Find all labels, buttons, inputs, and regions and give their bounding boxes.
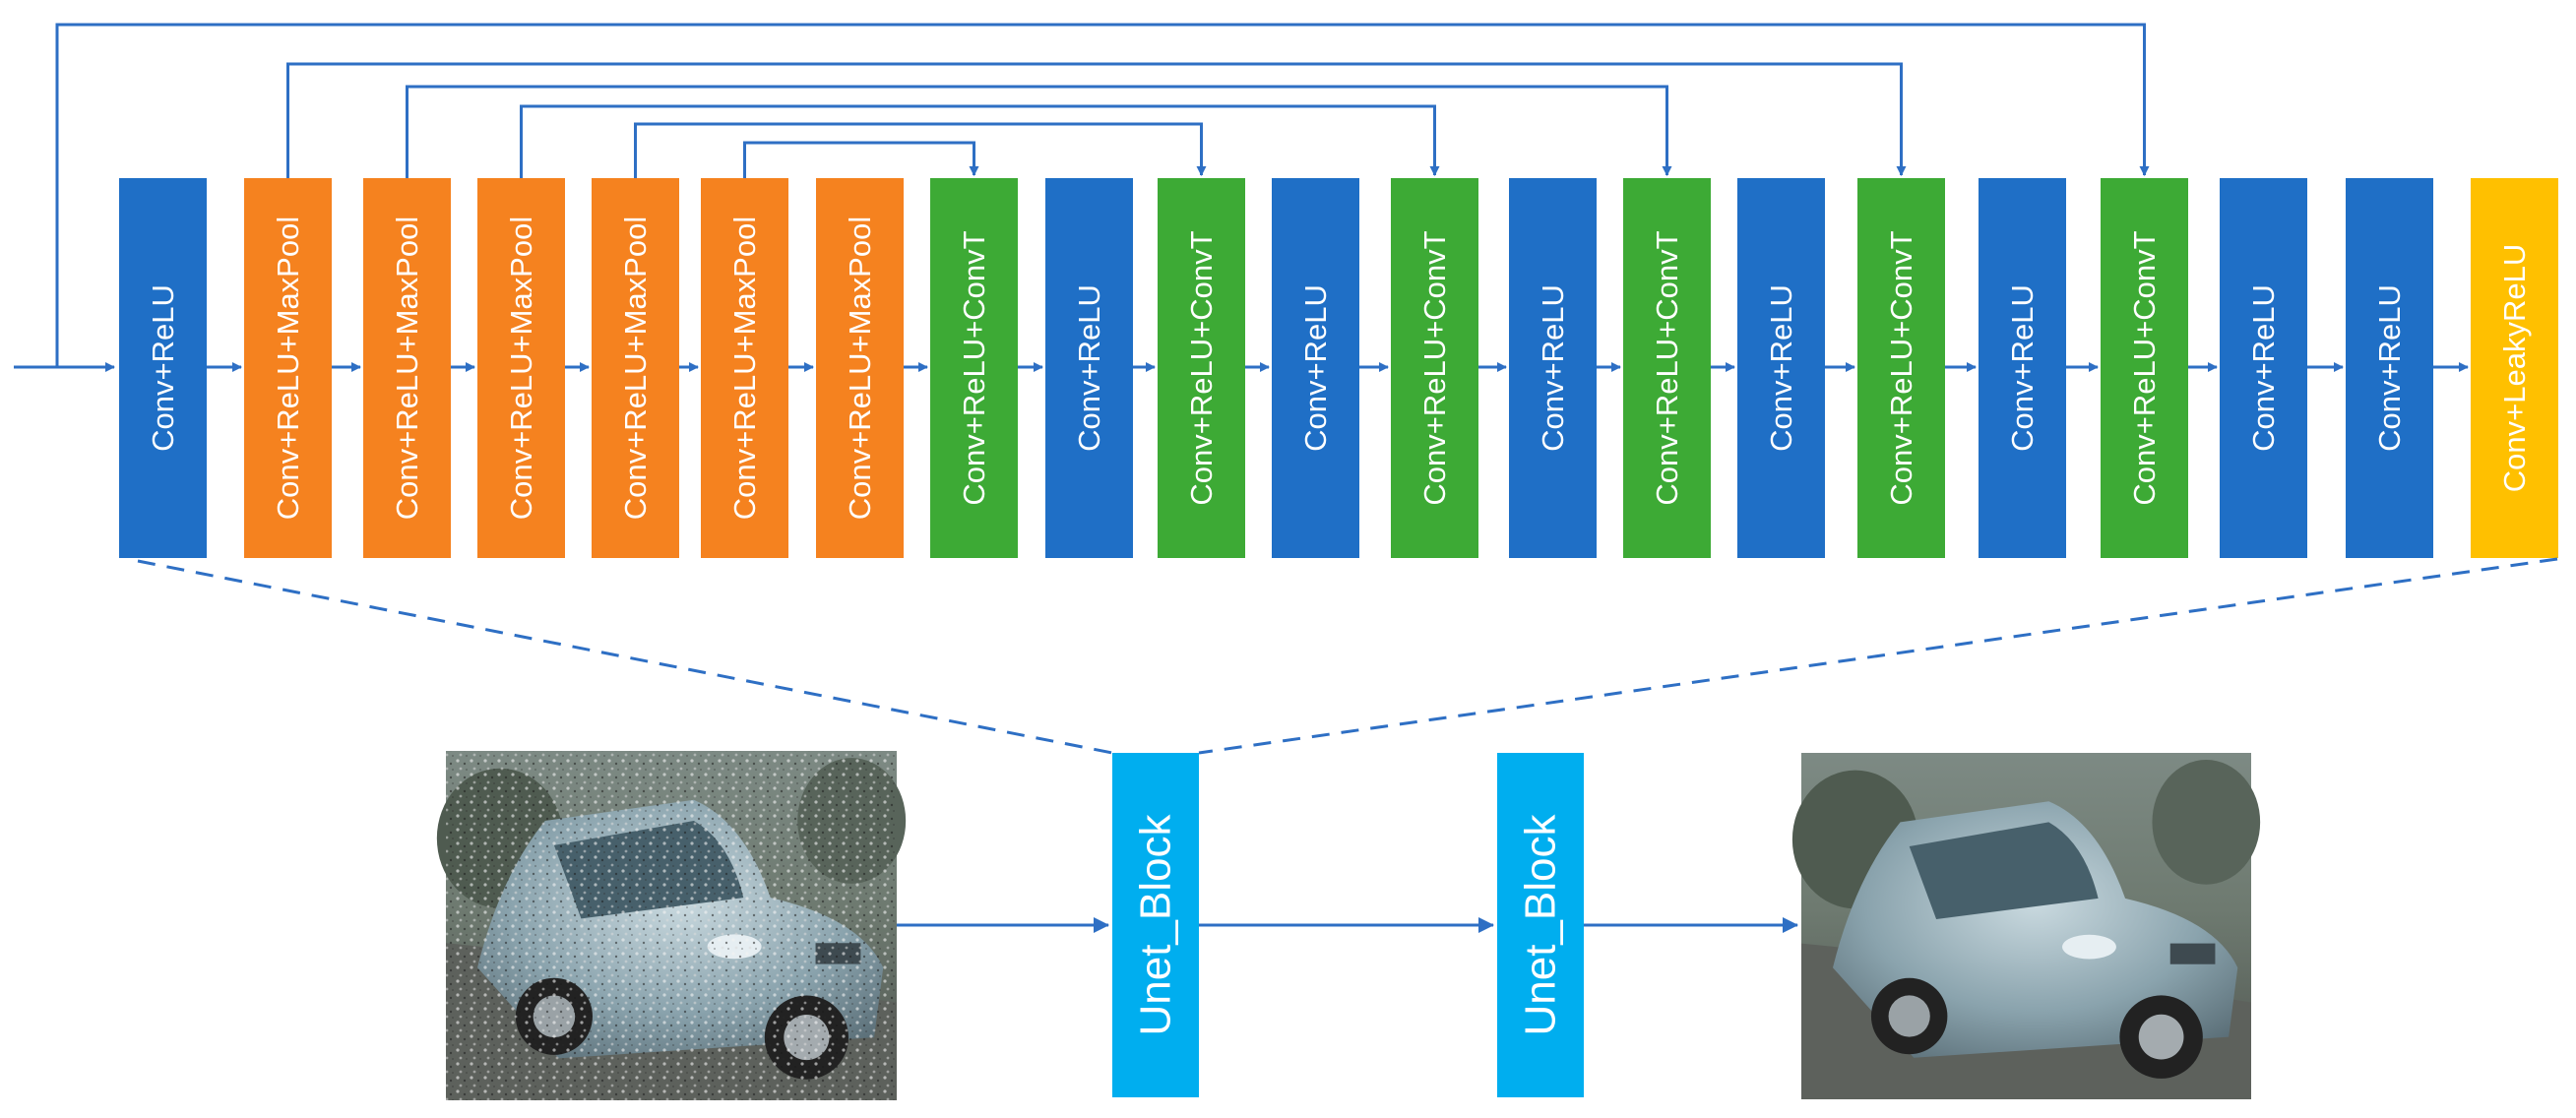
layer-block-8: Conv+ReLU+ConvT — [930, 178, 1018, 558]
skip-connection-1 — [55, 23, 2150, 367]
unet-block-2: Unet_Block — [1497, 753, 1584, 1097]
layer-label: Conv+ReLU+ConvT — [2127, 230, 2162, 505]
layer-label: Conv+ReLU+ConvT — [957, 230, 991, 505]
unet-block-label: Unet_Block — [1517, 814, 1565, 1036]
layer-block-1: Conv+ReLU — [119, 178, 207, 558]
layer-label: Conv+ReLU+ConvT — [1650, 230, 1684, 505]
zoom-dash-right — [1198, 557, 2558, 755]
layer-block-3: Conv+ReLU+MaxPool — [363, 178, 451, 558]
layer-label: Conv+ReLU+MaxPool — [271, 217, 305, 520]
layer-block-9: Conv+ReLU — [1045, 178, 1133, 558]
skip-connection-3 — [406, 85, 1672, 178]
layer-block-17: Conv+ReLU — [1979, 178, 2066, 558]
layer-label: Conv+ReLU+MaxPool — [504, 217, 538, 520]
layer-block-2: Conv+ReLU+MaxPool — [244, 178, 332, 558]
layer-label: Conv+ReLU+MaxPool — [390, 217, 424, 520]
layer-block-15: Conv+ReLU — [1737, 178, 1825, 558]
layer-block-7: Conv+ReLU+MaxPool — [816, 178, 904, 558]
noisy-input-image — [436, 751, 907, 1100]
unet-block-label: Unet_Block — [1132, 814, 1180, 1036]
layer-block-10: Conv+ReLU+ConvT — [1158, 178, 1245, 558]
denoising-pipeline: Unet_Block Unet_Block — [137, 557, 2558, 1100]
layer-block-5: Conv+ReLU+MaxPool — [592, 178, 679, 558]
layer-label: Conv+ReLU+ConvT — [1184, 230, 1219, 505]
layer-label: Conv+ReLU — [1764, 284, 1798, 452]
layer-label: Conv+ReLU — [2372, 284, 2407, 452]
layer-block-4: Conv+ReLU+MaxPool — [477, 178, 565, 558]
skip-connection-6 — [743, 141, 979, 178]
skip-connection-4 — [520, 104, 1440, 178]
layer-block-21: Conv+LeakyReLU — [2471, 178, 2558, 558]
layer-block-6: Conv+ReLU+MaxPool — [701, 178, 788, 558]
unet-block-1: Unet_Block — [1112, 753, 1199, 1097]
layer-label: Conv+ReLU — [146, 284, 180, 452]
layer-label: Conv+ReLU+ConvT — [1417, 230, 1452, 505]
layer-label: Conv+ReLU — [1298, 284, 1333, 452]
layer-block-12: Conv+ReLU+ConvT — [1391, 178, 1478, 558]
layer-label: Conv+LeakyReLU — [2497, 244, 2532, 492]
unet-block-detail: Conv+ReLU Conv+ReLU+MaxPool Conv+ReLU+MaxP… — [14, 23, 2558, 558]
layer-block-19: Conv+ReLU — [2220, 178, 2307, 558]
layer-block-18: Conv+ReLU+ConvT — [2101, 178, 2188, 558]
layer-label: Conv+ReLU+MaxPool — [843, 217, 877, 520]
layer-label: Conv+ReLU — [1072, 284, 1106, 452]
layer-label: Conv+ReLU — [2005, 284, 2040, 452]
layer-label: Conv+ReLU+MaxPool — [727, 217, 762, 520]
layer-block-14: Conv+ReLU+ConvT — [1623, 178, 1711, 558]
layer-block-16: Conv+ReLU+ConvT — [1857, 178, 1945, 558]
layer-block-13: Conv+ReLU — [1509, 178, 1597, 558]
skip-connection-2 — [286, 62, 1907, 178]
layer-label: Conv+ReLU+MaxPool — [618, 217, 653, 520]
zoom-dash-left — [137, 559, 1113, 755]
skip-connection-5 — [634, 122, 1207, 178]
denoised-output-image — [1791, 753, 2261, 1099]
layer-label: Conv+ReLU — [2246, 284, 2281, 452]
layer-block-11: Conv+ReLU — [1272, 178, 1359, 558]
layer-label: Conv+ReLU+ConvT — [1884, 230, 1918, 505]
layer-label: Conv+ReLU — [1536, 284, 1570, 452]
layer-block-20: Conv+ReLU — [2346, 178, 2433, 558]
